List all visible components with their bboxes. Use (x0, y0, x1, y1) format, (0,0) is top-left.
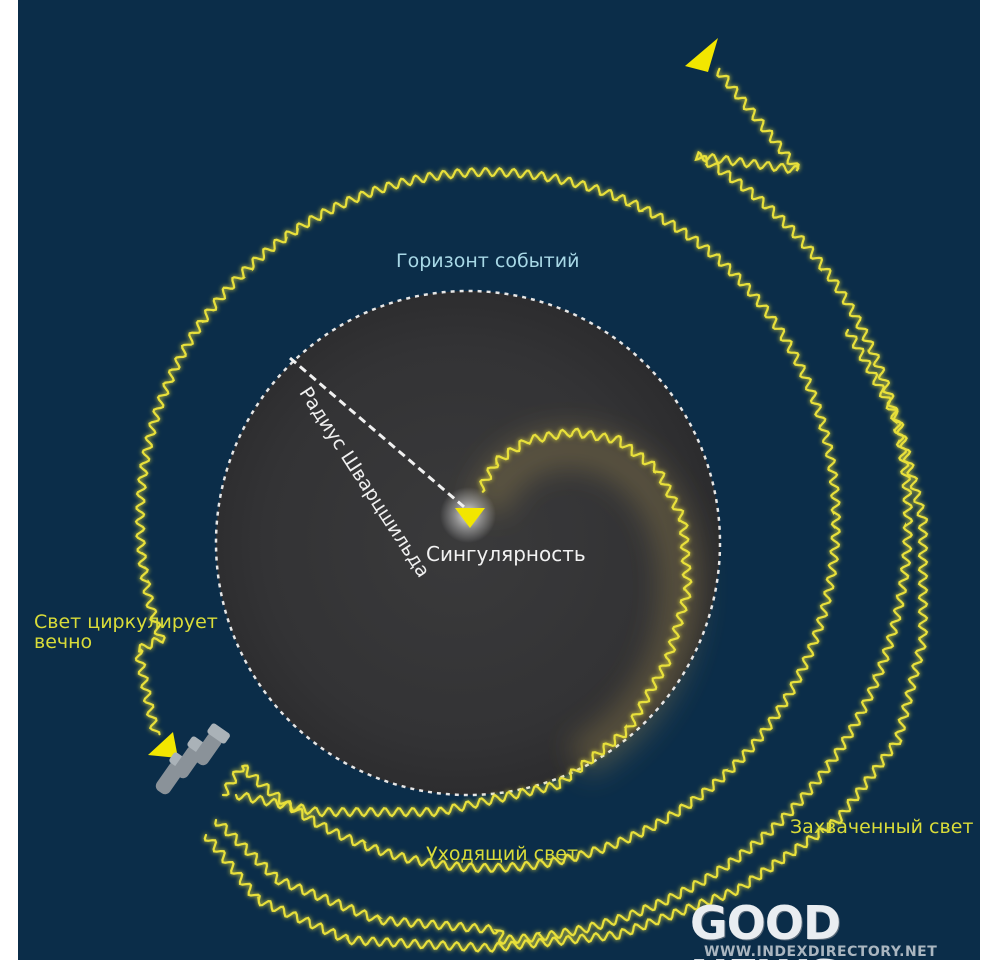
escaping-light-label: Уходящий свет (426, 843, 579, 865)
captured-light-label: Захваченный свет (790, 816, 974, 838)
flashlight-icon (193, 723, 230, 766)
singularity-label: Сингулярность (426, 542, 586, 566)
arrowhead-icon (685, 38, 718, 72)
black-hole-diagram (134, 38, 929, 953)
escaping-light-path (214, 67, 914, 945)
arrowhead-icon (148, 732, 178, 758)
infalling-light-path (234, 427, 693, 818)
watermark-logo: GOOD NEWS (690, 896, 841, 960)
event-horizon-outline (214, 289, 722, 797)
circulating-light-path (134, 166, 842, 873)
diagram-canvas: Горизонт событий Радиус Шварцшильда Синг… (18, 0, 980, 960)
arrowhead-icon (455, 508, 485, 528)
light-circulates-label: Свет циркулирует вечно (34, 611, 218, 653)
captured-light-path (203, 328, 929, 953)
schwarzschild-radius-line (289, 356, 471, 514)
event-horizon-label: Горизонт событий (396, 250, 580, 272)
watermark-url: WWW.INDEXDIRECTORY.NET (704, 944, 938, 960)
